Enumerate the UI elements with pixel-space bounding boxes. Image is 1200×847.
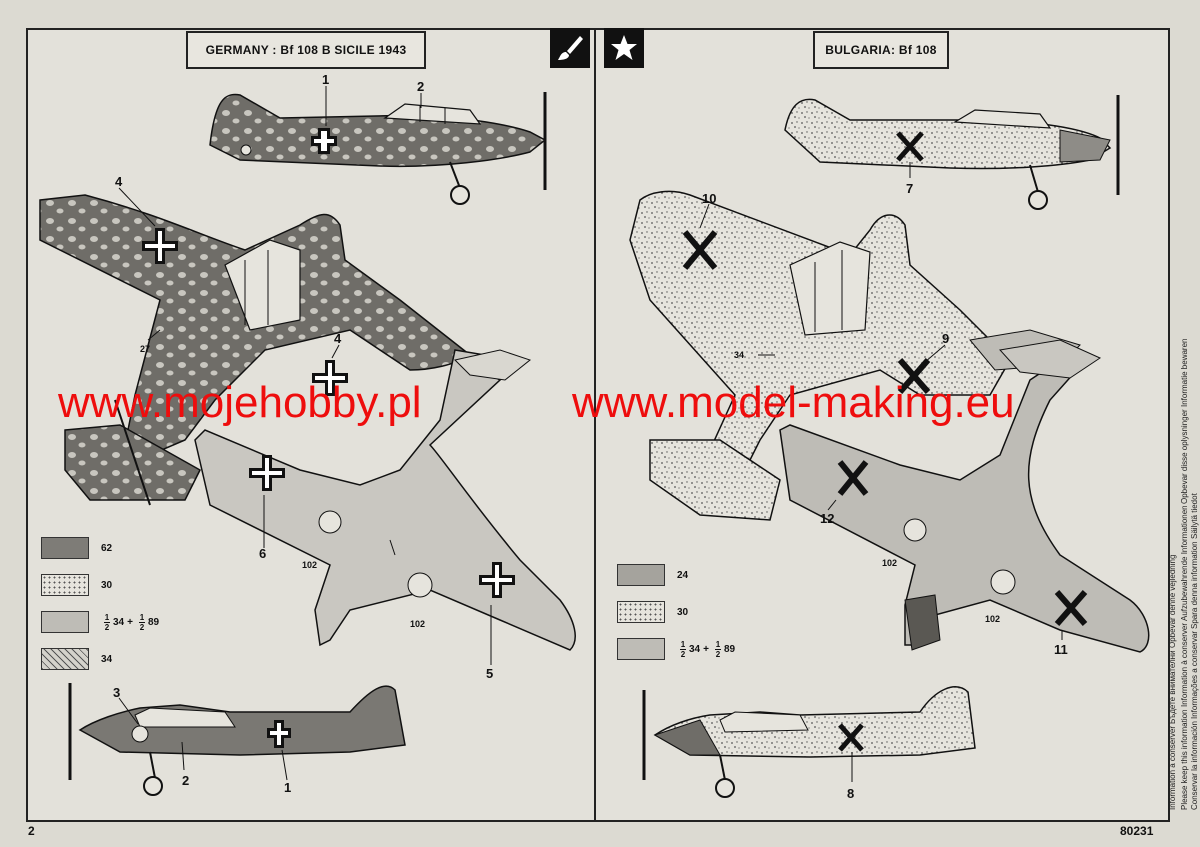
callout-1-left-bottom: 1	[284, 780, 291, 795]
callout-102-left-a: 102	[302, 560, 317, 570]
watermark-right[interactable]: www.model-making.eu	[572, 378, 1015, 427]
paint-brush-icon	[550, 28, 590, 68]
legend-code: 62	[101, 542, 113, 554]
legend-row: 30	[617, 601, 735, 623]
fraction-denominator: 2	[680, 649, 686, 659]
swatch-62	[41, 537, 89, 559]
fraction-denominator: 2	[104, 622, 110, 632]
callout-102-left-b: 102	[410, 619, 425, 629]
legend-code: 34	[101, 653, 113, 665]
legend-row: 62	[41, 537, 159, 559]
right-title-text: BULGARIA: Bf 108	[825, 43, 937, 57]
callout-34: 34	[734, 350, 744, 360]
legend-code-b: 89	[147, 616, 160, 628]
swatch-34-89-mix	[41, 611, 89, 633]
legend-row: 34	[41, 648, 159, 670]
callout-8: 8	[847, 786, 854, 801]
legend-row: 24	[617, 564, 735, 586]
callout-102-right-a: 102	[882, 558, 897, 568]
fraction-denominator: 2	[715, 649, 721, 659]
right-wing-view-top	[629, 190, 1081, 521]
multilingual-keep-info-text-3: Conservar la información Informações a c…	[1190, 40, 1200, 810]
callout-9: 9	[942, 331, 949, 346]
legend-code-a: 34	[113, 616, 125, 628]
swatch-34	[41, 648, 89, 670]
swatch-30	[41, 574, 89, 596]
legend-code-a: 34	[689, 643, 701, 655]
swatch-34-89-mix	[617, 638, 665, 660]
swatch-30	[617, 601, 665, 623]
star-icon	[604, 28, 644, 68]
legend-code: 24	[677, 569, 689, 581]
callout-7: 7	[906, 181, 913, 196]
callout-3: 3	[113, 685, 120, 700]
left-wing-view-top	[39, 187, 472, 506]
callout-10: 10	[702, 191, 716, 206]
right-wing-view-bottom	[779, 339, 1150, 653]
callout-11: 11	[1054, 642, 1068, 657]
callout-12: 12	[820, 511, 834, 526]
callout-2-left-top: 2	[417, 79, 424, 94]
page-number: 2	[28, 824, 35, 838]
right-side-view-top	[784, 95, 1120, 210]
left-wing-view-bottom	[194, 349, 576, 665]
side-info-line: Säilytä tiedot	[1190, 493, 1199, 540]
fraction-numerator: 1	[104, 612, 110, 622]
left-panel-title: GERMANY : Bf 108 B SICILE 1943	[186, 31, 426, 69]
panel-divider	[594, 28, 596, 820]
callout-1-left-top: 1	[322, 72, 329, 87]
side-info-line: Informações a conservar	[1190, 631, 1199, 720]
fraction-numerator: 1	[139, 612, 145, 622]
callout-27: 27	[140, 344, 150, 354]
left-side-view-top	[209, 86, 547, 205]
legend-code: 30	[677, 606, 689, 618]
fraction-numerator: 1	[715, 639, 721, 649]
callout-102-right-b: 102	[985, 614, 1000, 624]
right-side-view-bottom	[642, 686, 976, 798]
callout-4-left-wing: 4	[115, 174, 123, 189]
legend-code-b: 89	[723, 643, 736, 655]
left-side-view-bottom	[68, 683, 406, 796]
fraction-numerator: 1	[680, 639, 686, 649]
right-panel-title: BULGARIA: Bf 108	[813, 31, 949, 69]
watermark-left[interactable]: www.mojehobby.pl	[58, 378, 422, 427]
side-info-line: Conservar la información	[1190, 721, 1199, 810]
legend-code: 30	[101, 579, 113, 591]
callout-5: 5	[486, 666, 493, 681]
callout-2-left-bottom: 2	[182, 773, 189, 788]
swatch-24	[617, 564, 665, 586]
plus-sign: +	[703, 643, 709, 655]
fraction-denominator: 2	[139, 622, 145, 632]
plus-sign: +	[127, 616, 133, 628]
callout-6: 6	[259, 546, 266, 561]
legend-row: 30	[41, 574, 159, 596]
callout-4b-left-wing: 4	[334, 331, 342, 346]
left-title-text: GERMANY : Bf 108 B SICILE 1943	[205, 43, 407, 57]
side-info-line: Spara denna information	[1190, 541, 1199, 630]
catalog-number: 80231	[1120, 824, 1154, 838]
